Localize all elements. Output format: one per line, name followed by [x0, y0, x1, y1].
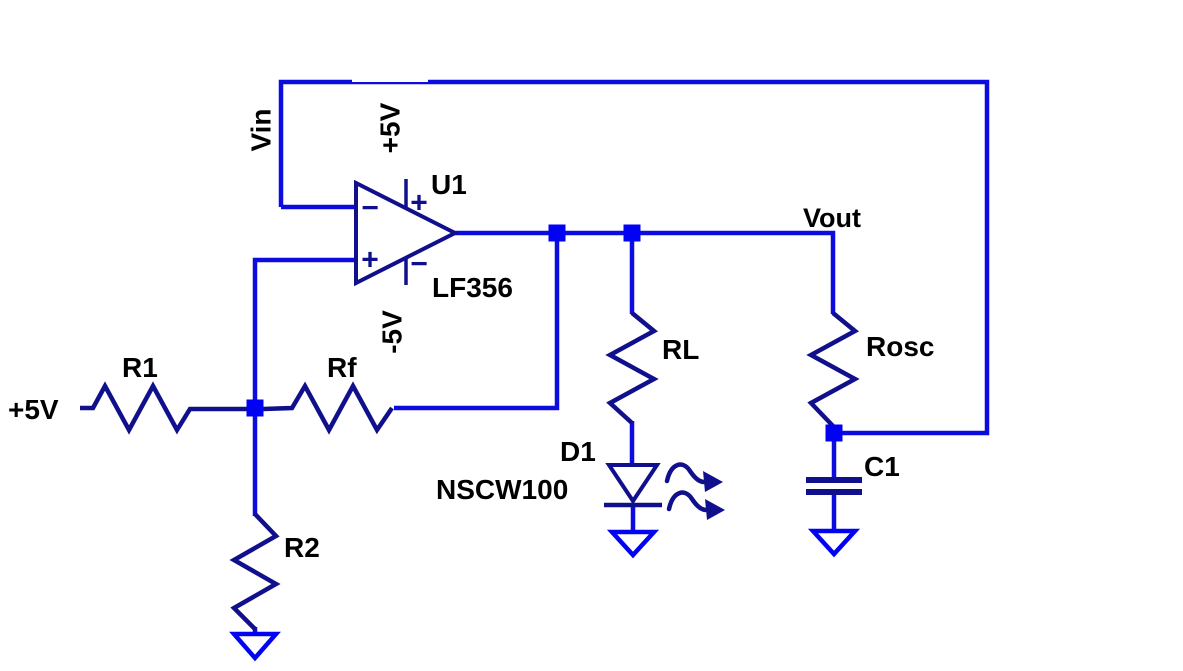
vout-label: Vout — [803, 203, 861, 233]
junction-dot — [623, 224, 641, 242]
led-part-label: NSCW100 — [436, 474, 568, 505]
opamp-inverting-mark: − — [361, 192, 379, 225]
light-wave-icon — [666, 490, 713, 513]
opamp-part-label: LF356 — [432, 272, 513, 303]
ground-icon — [229, 631, 281, 662]
junction-dot — [548, 224, 566, 242]
opamp-triangle — [354, 179, 460, 287]
feedback-net-wire — [278, 74, 990, 436]
resistor-rf: Rf — [262, 352, 394, 435]
rl-zigzag — [605, 311, 659, 425]
output-wire — [455, 230, 836, 314]
led-d1: D1 NSCW100 — [436, 436, 725, 520]
left-supply-label: +5V — [8, 394, 59, 425]
rosc-label: Rosc — [866, 331, 934, 362]
rl-label: RL — [662, 334, 699, 365]
light-arrowhead-icon — [703, 471, 723, 492]
vin-label: Vin — [246, 108, 277, 151]
rf-zigzag — [262, 381, 394, 435]
wire-overlap-patch — [352, 74, 428, 82]
rf-to-output-wire — [394, 240, 560, 411]
resistor-rosc: Rosc — [806, 311, 934, 428]
r2-zigzag — [229, 512, 281, 631]
r1-label: R1 — [122, 352, 158, 383]
light-wave-icon — [664, 462, 711, 485]
opamp-ref-label: U1 — [431, 169, 467, 200]
opamp-pos-supply-label: +5V — [375, 102, 406, 153]
junction-dot — [825, 424, 843, 442]
opamp-neg-pin-mark: − — [410, 248, 428, 281]
r2-label: R2 — [284, 532, 320, 563]
opamp-u1: − + + − U1 LF356 +5V -5V — [354, 102, 513, 354]
resistor-r1: R1 — [80, 352, 248, 435]
capacitor-c1: C1 — [806, 451, 900, 495]
opamp-pos-pin-mark: + — [410, 187, 428, 220]
opamp-noninverting-mark: + — [361, 244, 379, 277]
noninverting-input-wire — [252, 257, 354, 406]
c1-label: C1 — [864, 451, 900, 482]
ground-icon — [606, 529, 660, 559]
ground-icon — [807, 528, 861, 558]
junction-dot — [246, 399, 264, 417]
r1-zigzag — [80, 381, 248, 435]
resistor-rl: RL — [605, 311, 699, 425]
rosc-zigzag — [806, 311, 860, 428]
light-arrowhead-icon — [705, 499, 725, 520]
opamp-neg-supply-label: -5V — [377, 310, 408, 354]
led-anode-triangle — [605, 463, 661, 505]
rf-label: Rf — [327, 352, 357, 383]
feedback-loop-wire — [278, 79, 990, 436]
resistor-r2: R2 — [229, 512, 320, 631]
led-ref-label: D1 — [560, 436, 596, 467]
